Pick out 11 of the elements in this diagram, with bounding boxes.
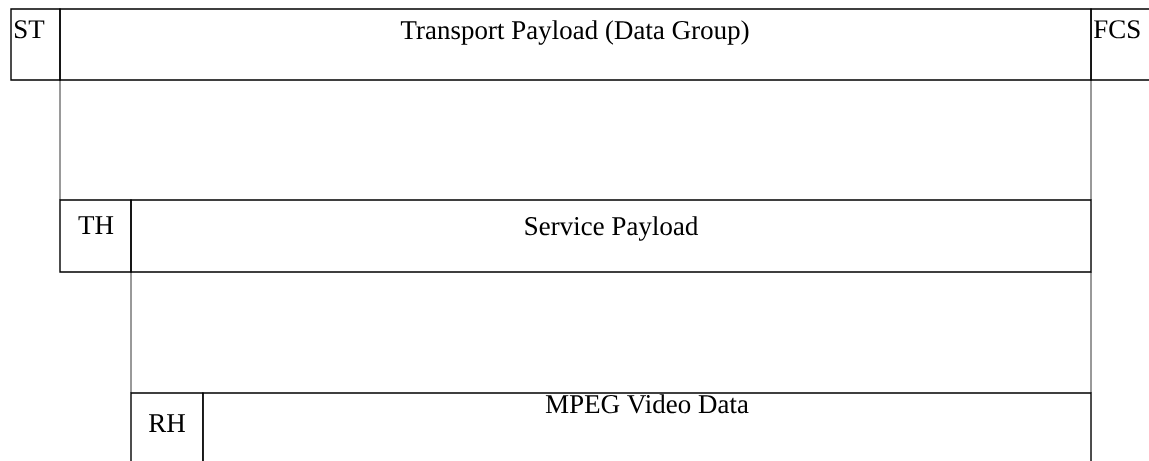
expansion-line [1090, 79, 1092, 201]
field-box: FCS [1090, 8, 1149, 81]
field-box: TH [59, 199, 132, 273]
field-box: ST [10, 8, 61, 81]
field-box: RH [130, 392, 204, 461]
expansion-line [130, 271, 132, 394]
expansion-line [1090, 271, 1092, 394]
field-box: Service Payload [130, 199, 1092, 273]
expansion-line [59, 79, 61, 201]
field-box: MPEG Video Data [202, 392, 1092, 461]
field-box: Transport Payload (Data Group) [59, 8, 1092, 81]
